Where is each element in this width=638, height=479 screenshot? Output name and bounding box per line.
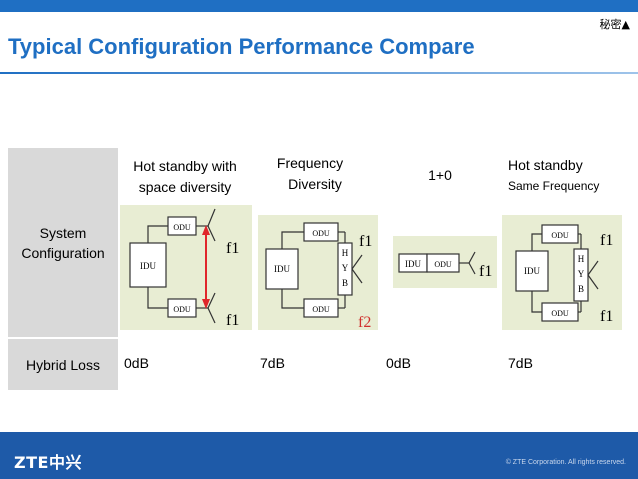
idu-label: IDU (524, 266, 540, 276)
column-header-hot-standby-space: Hot standby with space diversity (120, 156, 250, 198)
hyb-letter: H (578, 254, 585, 264)
copyright-notice: © ZTE Corporation. All rights reserved. (505, 459, 626, 466)
row-header-column (8, 148, 118, 390)
hyb-letter: B (342, 278, 348, 288)
row-separator (8, 337, 118, 339)
idu-label: IDU (274, 264, 290, 274)
header-line: Hot standby with (133, 158, 237, 174)
zte-logo: ZTE中兴 (14, 453, 82, 472)
idu-label: IDU (140, 261, 156, 271)
odu-label: ODU (434, 260, 452, 269)
odu-label: ODU (312, 229, 330, 238)
hybrid-loss-value: 0dB (124, 355, 149, 371)
row-label-line: System (39, 225, 87, 241)
hybrid-loss-value: 7dB (260, 355, 285, 371)
column-header-hot-standby-same: Hot standby Same Frequency (508, 155, 628, 197)
diagram-frequency-diversity: IDU ODU ODU H Y B f1 f2 (258, 215, 378, 330)
confidential-mark: 秘密▲ (599, 18, 630, 31)
header-line: Frequency (276, 155, 344, 171)
row-label-hybrid-loss: Hybrid Loss (26, 357, 100, 373)
column-header-1plus0: 1+0 (428, 167, 452, 183)
f1-label: f1 (226, 312, 239, 329)
hybrid-loss-value: 7dB (508, 355, 533, 371)
footer-bar (0, 432, 638, 479)
page-title: Typical Configuration Performance Compar… (8, 34, 475, 59)
odu-label: ODU (173, 305, 191, 314)
f1-label: f1 (479, 263, 492, 280)
f1-label: f1 (600, 232, 613, 249)
header-line: space diversity (138, 179, 232, 195)
f1-label: f1 (600, 308, 613, 325)
hyb-letter: H (342, 248, 349, 258)
idu-label: IDU (405, 259, 421, 269)
hybrid-loss-value: 0dB (386, 355, 411, 371)
header-line: Same Frequency (508, 179, 600, 193)
odu-label: ODU (173, 223, 191, 232)
title-rule (0, 72, 638, 74)
f1-label: f1 (359, 233, 372, 250)
diagram-hot-standby-same-frequency: IDU ODU ODU H Y B f1 f1 (502, 215, 622, 330)
row-label-line: Configuration (21, 245, 105, 261)
header-line: Diversity (288, 176, 342, 192)
hyb-letter: Y (578, 269, 585, 279)
hyb-letter: Y (342, 263, 349, 273)
top-stripe (0, 0, 638, 12)
f1-label: f1 (226, 240, 239, 257)
header-line: Hot standby (508, 157, 583, 173)
odu-label: ODU (551, 231, 569, 240)
f2-label: f2 (358, 314, 371, 330)
odu-label: ODU (312, 305, 330, 314)
odu-label: ODU (551, 309, 569, 318)
diagram-hot-standby-space-diversity: IDU ODU ODU f1 f1 (120, 205, 252, 330)
diagram-1plus0: IDU ODU f1 (393, 236, 497, 288)
column-header-frequency-diversity: Frequency Diversity (260, 153, 370, 195)
hyb-letter: B (578, 284, 584, 294)
row-label-system-configuration: System Configuration (8, 223, 118, 263)
